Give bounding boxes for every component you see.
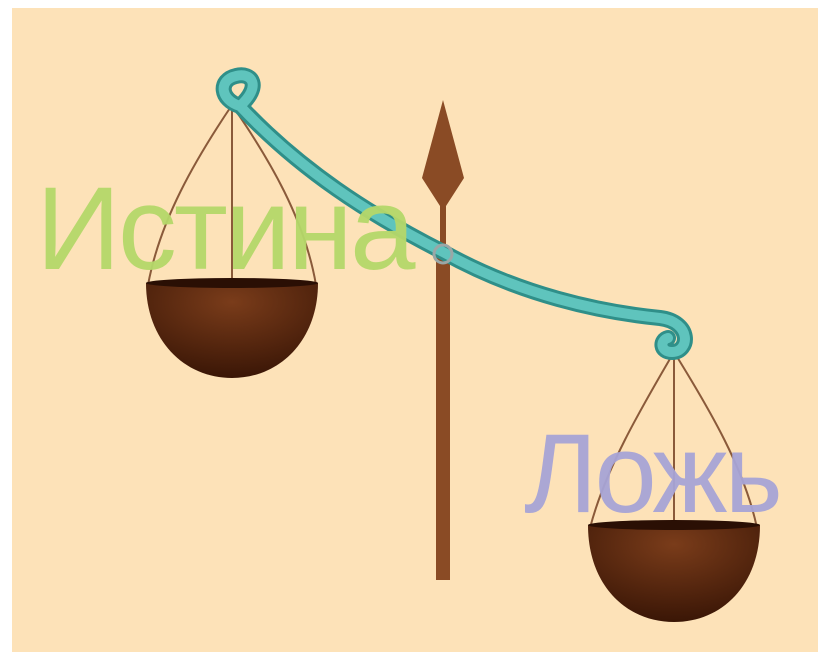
center-post [436, 250, 450, 580]
lie-label: Ложь [524, 418, 780, 530]
truth-label: Истина [36, 170, 413, 288]
